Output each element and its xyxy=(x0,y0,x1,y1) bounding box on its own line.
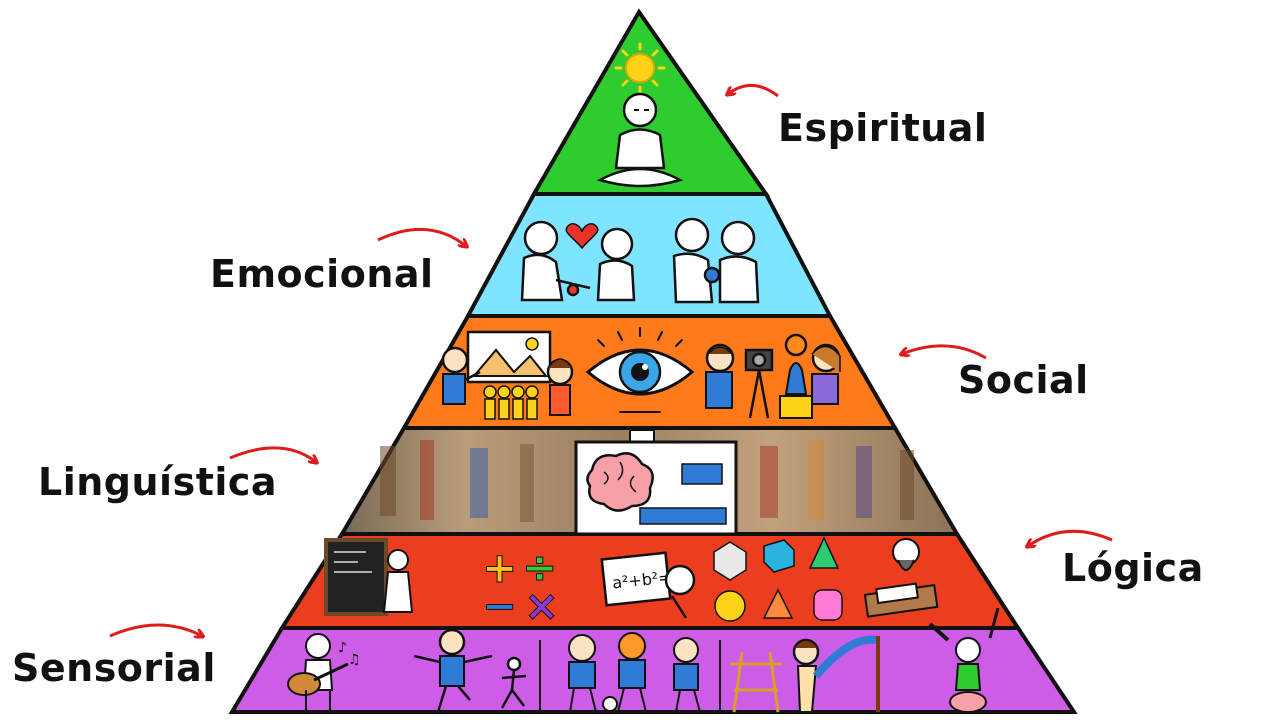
sun-icon xyxy=(614,42,666,94)
arrow-emocional xyxy=(377,227,466,246)
photographer-icon xyxy=(705,333,841,419)
equation-sign-icon: a²+b²= xyxy=(600,551,696,619)
scientist-icon xyxy=(382,549,414,613)
arrow-logica xyxy=(1028,529,1113,546)
chalkboard-icon xyxy=(324,538,388,616)
arrow-espiritual xyxy=(728,84,779,98)
eye-icon xyxy=(585,327,695,413)
scholar-desk-icon xyxy=(863,538,939,618)
label-sensorial: Sensorial xyxy=(12,646,216,690)
heart-icon xyxy=(565,223,599,250)
whiteboard-brain-icon xyxy=(574,429,738,536)
football-players-icon xyxy=(568,632,701,713)
svg-text:÷: ÷ xyxy=(522,543,557,592)
ballet-dancer-icon xyxy=(792,635,880,713)
arrow-sensorial xyxy=(109,623,202,636)
tier-sensorial xyxy=(228,626,1078,714)
svg-text:♪: ♪ xyxy=(338,640,347,656)
label-espiritual: Espiritual xyxy=(778,106,988,150)
easel-icon xyxy=(730,651,782,713)
svg-text:−: − xyxy=(482,581,517,630)
arrow-linguistica xyxy=(229,446,316,462)
meditating-figure-icon xyxy=(596,92,684,188)
handshake-figures-icon xyxy=(520,220,636,302)
svg-text:+: + xyxy=(482,543,517,592)
label-emocional: Emocional xyxy=(210,252,434,296)
dancer-icon xyxy=(413,628,527,713)
label-logica: Lógica xyxy=(1062,546,1204,590)
math-symbols-icon: + ÷ − × xyxy=(482,543,560,631)
arrow-social xyxy=(902,344,987,360)
label-social: Social xyxy=(958,358,1089,402)
label-linguistica: Linguística xyxy=(38,460,278,504)
art-presentation-icon xyxy=(441,330,574,420)
guitar-player-icon: ♪ ♫ xyxy=(287,633,361,712)
mechanic-icon xyxy=(928,607,1000,713)
svg-text:♫: ♫ xyxy=(348,652,361,668)
hugging-figures-icon xyxy=(672,217,760,304)
svg-text:×: × xyxy=(524,581,559,630)
painting-background xyxy=(380,440,914,522)
geometric-solids-icon xyxy=(713,536,843,622)
